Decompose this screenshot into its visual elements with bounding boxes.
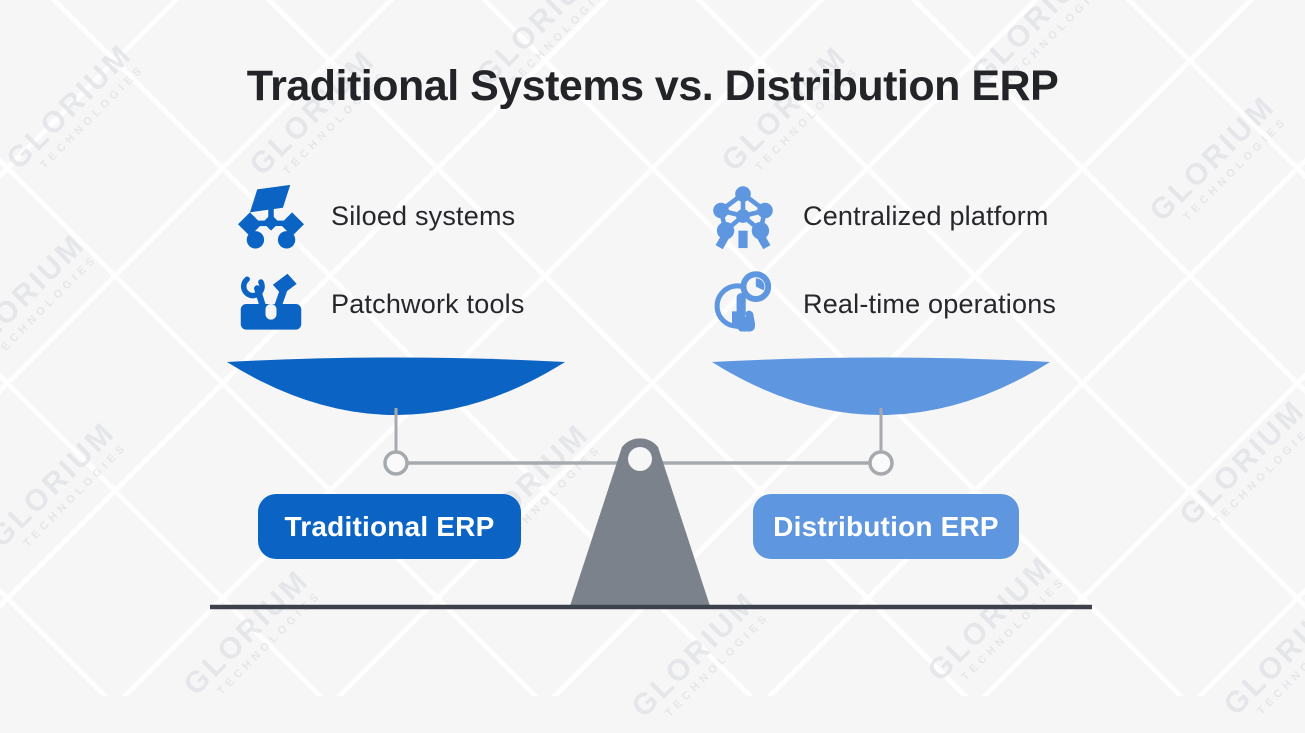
distribution-features-column: Centralized platform Real-time operation…	[710, 172, 1056, 348]
left-hanger-circle	[383, 450, 409, 476]
feature-row-siloed-systems: Siloed systems	[238, 172, 525, 260]
traditional-features-column: Siloed systems Patchwork tools	[238, 172, 525, 348]
feature-label: Real-time operations	[803, 288, 1057, 319]
balance-scale	[210, 357, 1092, 610]
feature-label: Siloed systems	[331, 200, 516, 231]
left-scale-pan	[227, 357, 565, 415]
feature-row-real-time-operations: Real-time operations	[710, 260, 1056, 348]
fulcrum	[570, 438, 710, 606]
toolbox-icon	[238, 271, 304, 337]
feature-label: Centralized platform	[803, 200, 1049, 231]
tap-clock-icon	[710, 271, 776, 337]
feature-label: Patchwork tools	[331, 288, 525, 319]
right-hanger-circle	[868, 450, 894, 476]
feature-row-patchwork-tools: Patchwork tools	[238, 260, 525, 348]
sitemap-icon	[238, 183, 304, 249]
fulcrum-hole	[628, 447, 652, 471]
right-scale-pan	[712, 357, 1050, 415]
traditional-erp-pill: Traditional ERP	[258, 494, 521, 559]
atomium-icon	[710, 183, 776, 249]
feature-row-centralized-platform: Centralized platform	[710, 172, 1056, 260]
distribution-erp-pill: Distribution ERP	[753, 494, 1019, 559]
page-title: Traditional Systems vs. Distribution ERP	[246, 62, 1059, 110]
